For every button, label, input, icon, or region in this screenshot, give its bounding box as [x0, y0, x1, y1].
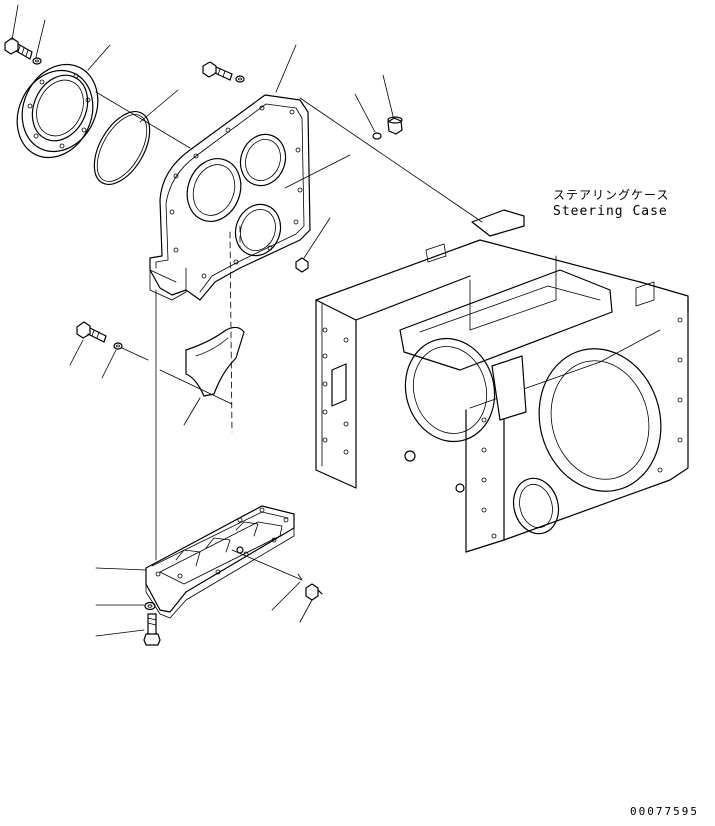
- washer-top-left: [32, 57, 42, 65]
- alignment-line-case: [299, 97, 483, 223]
- leader-bolt-top-left: [11, 4, 19, 41]
- alignment-line-mid-left: [121, 347, 149, 361]
- plug-top-right: [387, 116, 403, 135]
- leader-o-ring: [139, 89, 179, 123]
- washer-housing-top: [235, 75, 245, 83]
- leader-gasket: [183, 397, 201, 426]
- leader-o-ring-small: [354, 93, 376, 133]
- o-ring-small: [372, 132, 382, 140]
- bolt-mid-left: [76, 321, 107, 343]
- alignment-line-cover: [95, 91, 191, 149]
- o-ring: [93, 111, 151, 185]
- alignment-dash-1: [229, 231, 233, 433]
- alignment-gasket: [159, 369, 233, 405]
- steering-case-label-jp: ステアリングケース: [553, 188, 670, 202]
- leader-oil-pan: [95, 567, 147, 571]
- leader-o-ring-drain: [271, 581, 301, 611]
- gear-housing: [149, 94, 311, 301]
- leader-washer-mid-left: [101, 349, 117, 379]
- leader-bolt-pan: [95, 629, 145, 637]
- leader-cover-plate: [87, 44, 111, 71]
- oil-pan: [145, 505, 295, 619]
- o-ring-drain: [297, 573, 303, 581]
- gasket: [185, 326, 245, 397]
- bolt-housing-top: [202, 61, 233, 81]
- steering-case: [315, 209, 689, 553]
- washer-pan: [144, 601, 156, 611]
- leader-bolt-mid-left: [69, 339, 84, 366]
- leader-washer-top-left: [35, 19, 46, 58]
- bolt-top-left: [4, 37, 33, 60]
- steering-case-label-en: Steering Case: [553, 204, 668, 219]
- leader-housing: [275, 44, 297, 93]
- alignment-line-pan-plug: [231, 549, 303, 581]
- bolt-pan: [143, 613, 161, 646]
- alignment-line-plug: [284, 154, 351, 189]
- drain-plug: [305, 583, 323, 601]
- washer-mid-left: [113, 342, 123, 350]
- leader-plug: [382, 74, 394, 117]
- drawing-number: 00077595: [630, 805, 699, 818]
- cover-plate-left: [16, 63, 99, 159]
- leader-drain-plug: [299, 599, 313, 623]
- nut-housing-right: [295, 257, 309, 273]
- leader-nut: [303, 217, 331, 259]
